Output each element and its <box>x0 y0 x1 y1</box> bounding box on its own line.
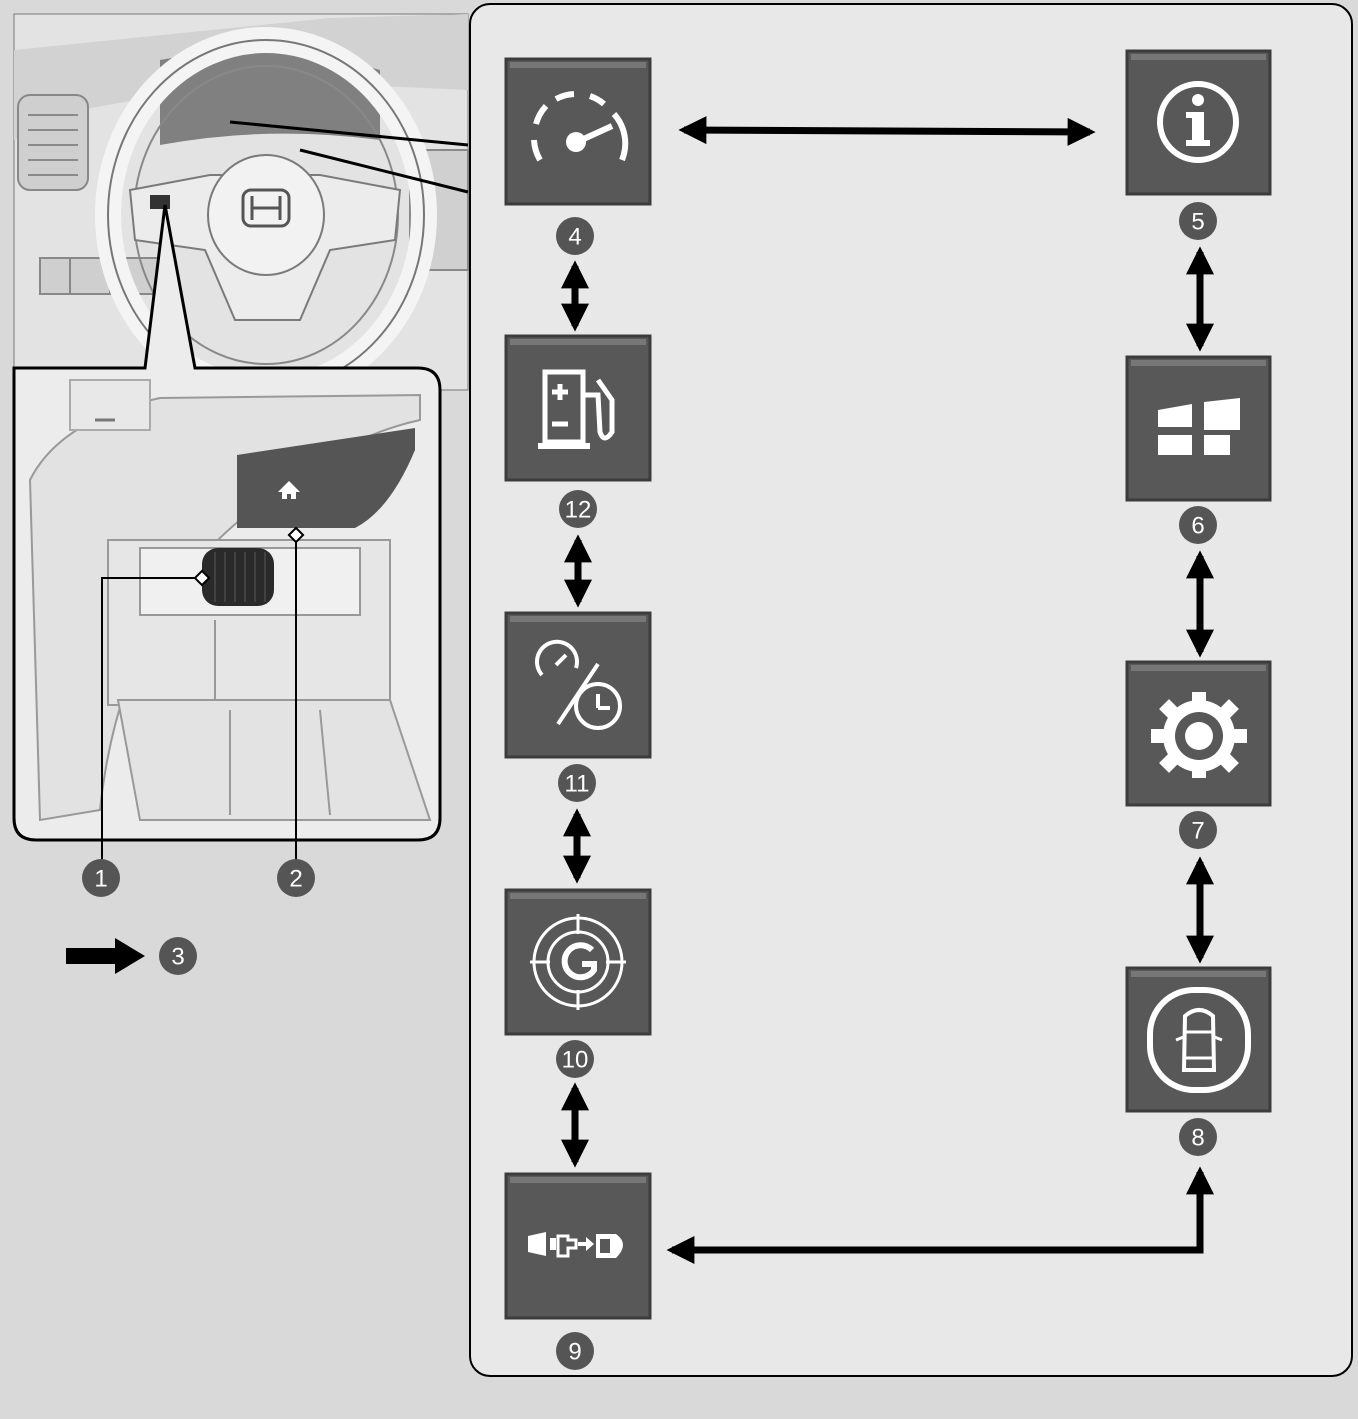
svg-text:10: 10 <box>562 1047 589 1074</box>
callout-6: 6 <box>1179 506 1217 544</box>
dashboard-illustration <box>13 13 469 403</box>
tile-speed-time <box>504 611 652 759</box>
svg-text:9: 9 <box>568 1339 581 1366</box>
fuel-ev-charge-icon <box>538 369 615 449</box>
callout-5: 5 <box>1179 202 1217 240</box>
tile-split-screen <box>1125 355 1272 502</box>
svg-text:12: 12 <box>565 497 592 524</box>
tile-seatbelt <box>504 1172 652 1320</box>
callout-7: 7 <box>1179 811 1217 849</box>
svg-text:4: 4 <box>568 224 581 251</box>
callout-8: 8 <box>1179 1118 1217 1156</box>
tile-fuel-charge <box>504 334 652 482</box>
svg-text:2: 2 <box>289 866 302 893</box>
speed-time-icon <box>535 639 622 730</box>
home-icon <box>278 481 300 499</box>
svg-text:7: 7 <box>1191 818 1204 845</box>
legend-arrow <box>66 938 145 974</box>
tile-info <box>1125 49 1272 196</box>
callout-badges: 1 2 3 4 5 6 7 8 9 10 11 12 <box>82 202 1217 1370</box>
tile-g-force <box>504 888 652 1036</box>
gear-icon <box>1151 692 1247 778</box>
svg-text:3: 3 <box>171 944 184 971</box>
svg-text:8: 8 <box>1191 1125 1204 1152</box>
flow-arrows <box>561 116 1214 1264</box>
svg-text:6: 6 <box>1191 513 1204 540</box>
tile-vehicle <box>1125 966 1272 1113</box>
g-force-icon <box>530 914 626 1010</box>
tile-settings <box>1125 660 1272 807</box>
svg-text:5: 5 <box>1191 209 1204 236</box>
callout-9: 9 <box>556 1332 594 1370</box>
callout-11: 11 <box>558 764 596 802</box>
callout-4: 4 <box>556 217 594 255</box>
callout-3: 3 <box>159 937 197 975</box>
svg-text:1: 1 <box>94 866 107 893</box>
svg-text:11: 11 <box>565 771 590 798</box>
split-screen-icon <box>1158 398 1240 455</box>
tile-speedometer <box>504 57 652 206</box>
seatbelt-reminder-icon <box>528 1232 623 1258</box>
callout-1: 1 <box>82 859 120 897</box>
steering-switch-inset <box>12 204 442 862</box>
car-top-view-icon <box>1147 987 1251 1093</box>
callout-10: 10 <box>556 1040 594 1078</box>
callout-12: 12 <box>559 490 597 528</box>
callout-2: 2 <box>277 859 315 897</box>
info-icon <box>1157 81 1239 163</box>
